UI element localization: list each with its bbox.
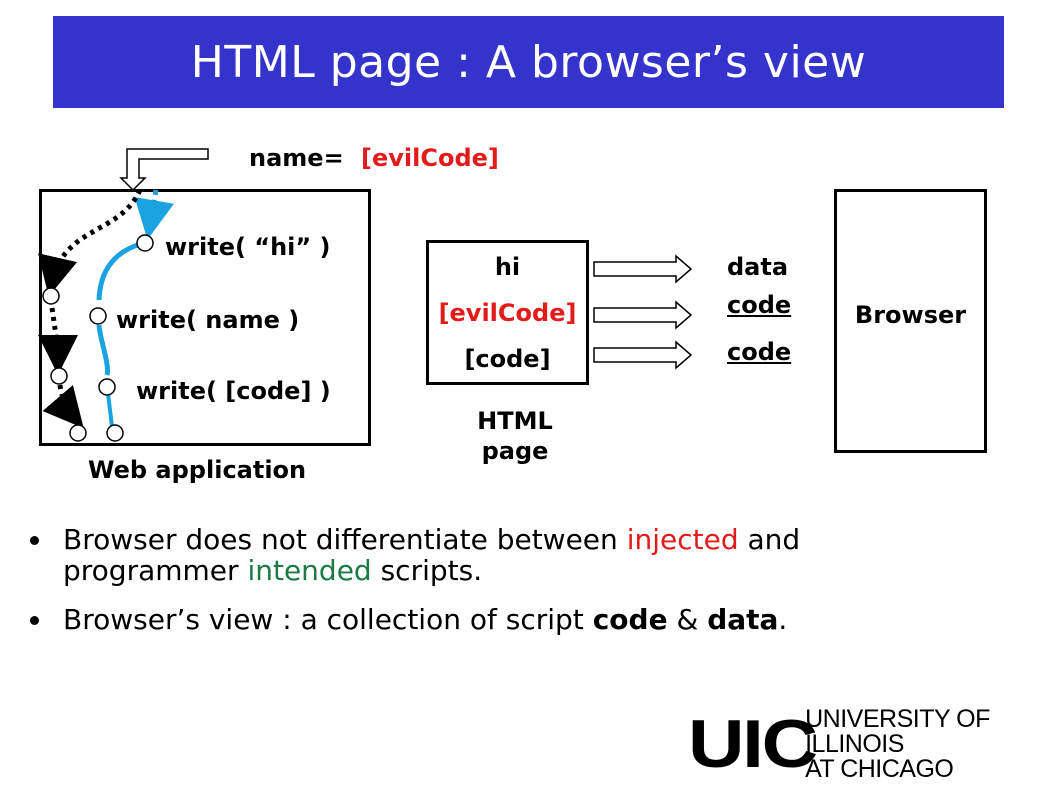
html-line-evilcode: [evilCode]: [438, 299, 577, 327]
output-data-label: data: [727, 253, 789, 281]
statement-write-code: write( [code] ): [136, 377, 331, 405]
statement-write-hi: write( “hi” ): [165, 233, 331, 261]
uic-logo-text: UNIVERSITY OF ILLINOIS AT CHICAGO: [805, 704, 1058, 783]
web-application-caption: Web application: [88, 456, 307, 484]
bullet-text: programmer: [63, 554, 248, 587]
uic-logo-line2: AT CHICAGO: [805, 754, 954, 783]
statement-write-name: write( name ): [116, 306, 300, 334]
title-bar: HTML page : A browser’s view: [53, 16, 1004, 108]
output-code-label: code: [727, 338, 792, 366]
uic-logo: UIC UNIVERSITY OF ILLINOIS AT CHICAGO: [688, 706, 1058, 781]
bullet-text: Browser does not differentiate between: [63, 523, 627, 556]
bullet-item: Browser’s view : a collection of script …: [30, 604, 1030, 635]
input-name-label: name=: [249, 144, 344, 172]
bullet-text: &: [667, 603, 708, 636]
output-arrow: [593, 300, 693, 330]
bullet-text: and: [738, 523, 801, 556]
slide-title: HTML page : A browser’s view: [190, 36, 867, 88]
html-page-box: [426, 240, 589, 385]
bullet-dot: [30, 616, 39, 625]
html-line-code: [code]: [464, 345, 551, 373]
browser-label: Browser: [854, 301, 967, 329]
bullet-dot: [30, 536, 39, 545]
browser-box: [834, 189, 987, 453]
bullet-list: Browser does not differentiate between i…: [30, 524, 1030, 649]
input-name-value: [evilCode]: [361, 144, 499, 172]
bullet-text: scripts.: [371, 554, 483, 587]
html-page-caption-line1: HTML: [477, 407, 553, 435]
output-arrow: [593, 254, 693, 284]
uic-logo-mark: UIC: [688, 706, 818, 782]
bullet-text: Browser’s view : a collection of script: [63, 603, 593, 636]
html-line-hi: hi: [494, 253, 521, 281]
bold-code-word: code: [592, 603, 668, 636]
input-arrow: [119, 148, 209, 192]
bullet-item: Browser does not differentiate between i…: [30, 524, 1030, 586]
bold-data-word: data: [707, 603, 779, 636]
output-code-label: code: [727, 291, 792, 319]
injected-word: injected: [626, 523, 739, 556]
output-arrow: [593, 340, 693, 370]
html-page-caption-line2: page: [481, 437, 549, 465]
intended-word: intended: [247, 554, 372, 587]
bullet-text: .: [778, 603, 788, 636]
uic-logo-line1: UNIVERSITY OF ILLINOIS: [805, 704, 990, 758]
